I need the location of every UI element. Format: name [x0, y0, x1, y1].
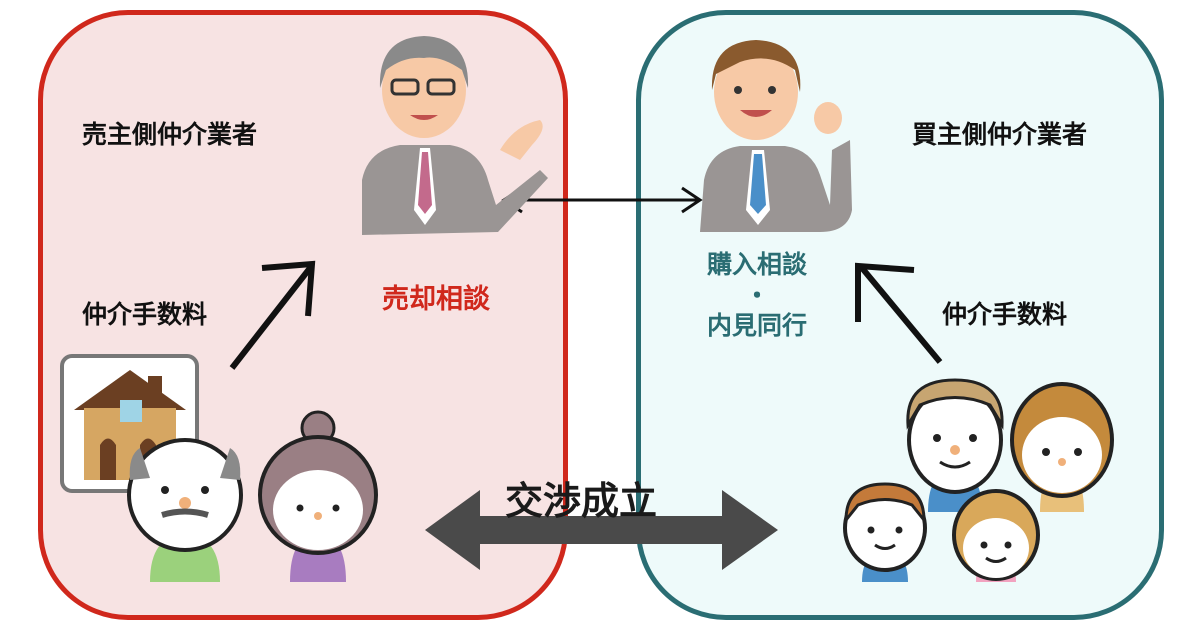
buyer-services-label: 購入相談 ・ 内見同行 — [692, 250, 822, 342]
viewing-accompaniment-text: 内見同行 — [706, 311, 807, 340]
seller-fee-label: 仲介手数料 — [82, 300, 208, 329]
buyer-agent-label: 買主側仲介業者 — [912, 120, 1088, 149]
seller-agent-label: 売主側仲介業者 — [82, 120, 258, 149]
elderly-couple-icon — [127, 410, 378, 582]
buyer-fee-label: 仲介手数料 — [942, 300, 1068, 329]
sale-consultation-label: 売却相談 — [382, 284, 490, 315]
seller-fee-arrow — [229, 260, 316, 370]
family-icon — [843, 378, 1114, 582]
agent-senior-man-icon — [362, 36, 548, 235]
deal-double-arrow — [425, 490, 778, 570]
deal-concluded-label: 交渉成立 — [505, 479, 658, 523]
purchase-consultation-text: 購入相談 — [706, 250, 807, 279]
buyer-fee-arrow — [855, 262, 943, 364]
services-separator: ・ — [744, 280, 770, 310]
agent-young-man-icon — [700, 40, 852, 232]
